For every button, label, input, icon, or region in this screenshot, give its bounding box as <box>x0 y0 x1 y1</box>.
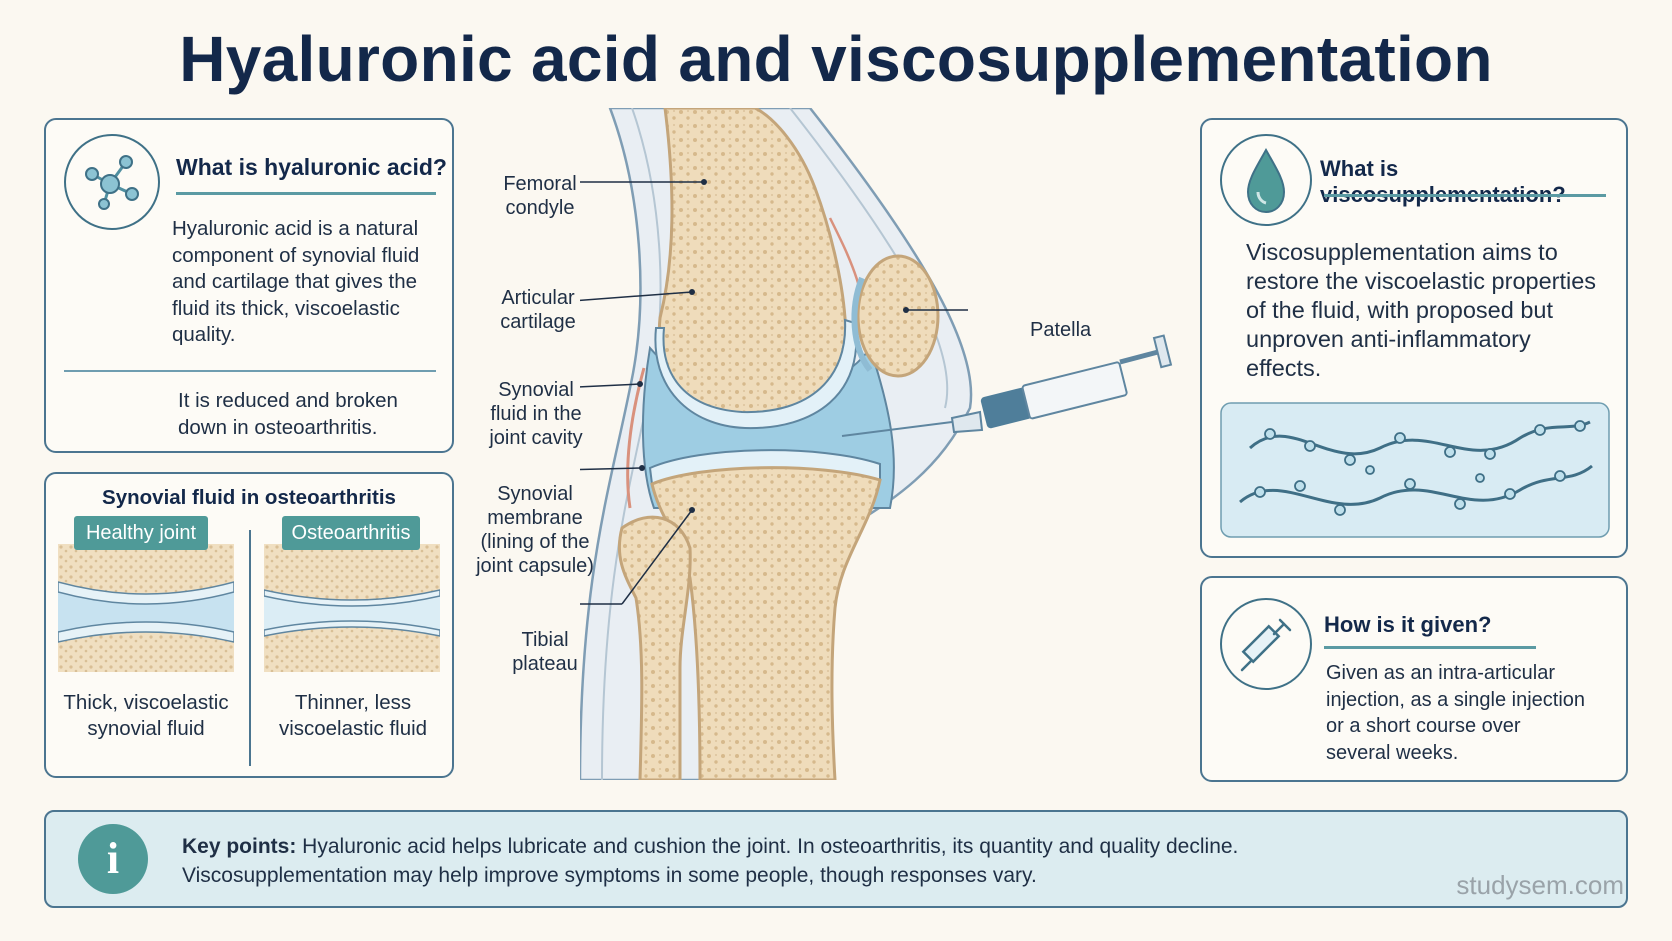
how-given-heading-rule <box>1324 646 1536 649</box>
synovial-oa-panel: Synovial fluid in osteoarthritis Healthy… <box>44 472 454 778</box>
visco-desc-line: of the fluid, with proposed but <box>1246 297 1554 323</box>
how-given-line: or a short course over <box>1326 715 1521 737</box>
ha-divider <box>64 370 436 372</box>
label-line: plateau <box>512 653 578 675</box>
visco-desc-line: effects. <box>1246 355 1322 381</box>
how-given-description: Given as an intra-articular injection, a… <box>1326 660 1585 766</box>
visco-desc-line: Viscosupplementation aims to <box>1246 239 1558 265</box>
page-title: Hyaluronic acid and viscosupplementation <box>179 23 1493 95</box>
visco-desc-line: unproven anti-inflammatory <box>1246 326 1531 352</box>
label-line: Femoral <box>503 173 577 195</box>
label-synovial-membrane: Synovial membrane (lining of the joint c… <box>468 482 602 578</box>
label-line: cartilage <box>500 311 576 333</box>
ha-note-line: It is reduced and broken <box>178 389 398 412</box>
visco-desc-line: restore the viscoelastic properties <box>1246 268 1597 294</box>
label-line: Tibial <box>521 629 569 651</box>
ha-note-line: down in osteoarthritis. <box>178 415 378 439</box>
caption-line: viscoelastic fluid <box>278 717 428 740</box>
what-is-ha-panel: What is hyaluronic acid? Hyaluronic acid… <box>44 118 454 453</box>
healthy-joint-tag: Healthy joint <box>74 516 208 550</box>
key-points-box: i Key points: Hyaluronic acid helps lubr… <box>44 810 1628 908</box>
ha-heading: What is hyaluronic acid? <box>176 154 447 180</box>
key-points-label: Key points: <box>182 835 297 858</box>
ha-heading-rule <box>176 192 436 195</box>
label-tibial-plateau: Tibial plateau <box>500 628 590 676</box>
caption-line: Thick, viscoelastic <box>63 691 229 714</box>
label-line: joint cavity <box>489 427 583 449</box>
label-line: condyle <box>505 197 575 219</box>
label-line: (lining of the <box>480 531 590 553</box>
visco-heading-rule <box>1324 194 1606 197</box>
label-line: fluid in the <box>490 403 582 425</box>
syringe-icon <box>1220 598 1312 690</box>
visco-description: Viscosupplementation aims to restore the… <box>1246 238 1596 383</box>
ha-desc-line: and cartilage that gives the <box>172 270 418 293</box>
ha-desc-line: component of synovial fluid <box>172 243 420 267</box>
key-points-line-1: Key points: Hyaluronic acid helps lubric… <box>182 832 1238 861</box>
watermark: studysem.com <box>1456 870 1624 900</box>
how-given-line: several weeks. <box>1326 741 1459 764</box>
oa-joint-illustration <box>264 544 440 672</box>
caption-line: Thinner, less <box>294 691 412 714</box>
molecule-icon <box>64 134 160 230</box>
key-points-line-1-text: Hyaluronic acid helps lubricate and cush… <box>296 835 1239 858</box>
how-given-panel: How is it given? Given as an intra-artic… <box>1200 576 1628 782</box>
how-given-line: Given as an intra-articular <box>1326 662 1555 684</box>
oa-tag: Osteoarthritis <box>282 516 420 550</box>
label-line: Synovial <box>497 483 573 505</box>
ha-note: It is reduced and broken down in osteoar… <box>178 388 398 441</box>
comparison-divider <box>249 530 251 766</box>
label-line: joint capsule) <box>476 555 594 577</box>
label-synovial-fluid: Synovial fluid in the joint cavity <box>474 378 598 450</box>
key-points-line-2: Viscosupplementation may help improve sy… <box>182 864 1037 887</box>
syringe-illustration <box>841 334 1173 437</box>
key-points-text: Key points: Hyaluronic acid helps lubric… <box>182 832 1238 890</box>
info-icon-glyph: i <box>106 834 120 883</box>
ha-desc-line: quality. <box>172 323 236 346</box>
label-femoral-condyle: Femoral condyle <box>492 172 588 220</box>
what-is-visco-panel: What is viscosupplementation? Viscosuppl… <box>1200 118 1628 558</box>
label-articular-cartilage: Articular cartilage <box>488 286 588 334</box>
healthy-joint-illustration <box>58 544 234 672</box>
caption-line: synovial fluid <box>87 717 205 740</box>
synovial-oa-heading: Synovial fluid in osteoarthritis <box>102 486 396 509</box>
patella-bone <box>856 254 940 378</box>
healthy-caption: Thick, viscoelastic synovial fluid <box>56 690 236 742</box>
label-line: Articular <box>501 287 575 309</box>
oa-caption: Thinner, less viscoelastic fluid <box>260 690 446 742</box>
how-given-line: injection, as a single injection <box>1326 688 1586 711</box>
droplet-icon <box>1220 134 1312 226</box>
ha-description: Hyaluronic acid is a natural component o… <box>172 216 419 349</box>
ha-desc-line: fluid its thick, viscoelastic <box>172 296 400 320</box>
knee-diagram <box>580 108 1173 780</box>
label-line: Synovial <box>498 379 574 401</box>
hyaluronic-chain-illustration <box>1220 402 1610 538</box>
how-given-heading: How is it given? <box>1324 612 1492 637</box>
info-icon: i <box>78 824 148 894</box>
label-line: membrane <box>487 507 583 529</box>
ha-desc-line: Hyaluronic acid is a natural <box>172 217 419 240</box>
visco-heading: What is viscosupplementation? <box>1320 156 1566 207</box>
label-patella: Patella <box>1030 319 1092 341</box>
